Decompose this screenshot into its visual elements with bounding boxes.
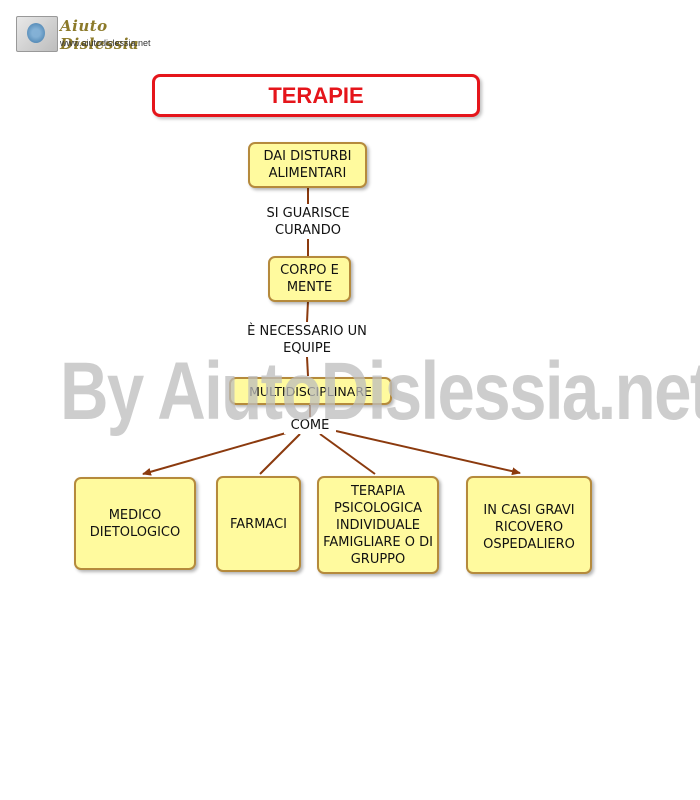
link-si-guarisce-curando: SI GUARISCE CURANDO bbox=[250, 205, 366, 239]
node-corpo-e-mente: CORPO E MENTE bbox=[268, 256, 351, 302]
logo-url: www.aiutodislessia.net bbox=[60, 38, 151, 48]
logo-title: Aiuto Dislessia bbox=[60, 17, 140, 53]
node-medico-dietologico: MEDICO DIETOLOGICO bbox=[74, 477, 196, 570]
node-multidisciplinare: MULTIDISCIPLINARE bbox=[229, 377, 392, 405]
edge-come-medico bbox=[142, 432, 287, 476]
edge-corpo-necessario bbox=[306, 300, 309, 323]
node-disturbi-alimentari: DAI DISTURBI ALIMENTARI bbox=[248, 142, 367, 188]
link-come: COME bbox=[284, 417, 336, 434]
edge-necessario-multi bbox=[306, 356, 309, 377]
node-ricovero-ospedaliero: IN CASI GRAVI RICOVERO OSPEDALIERO bbox=[466, 476, 592, 574]
book-globe-icon bbox=[16, 16, 58, 52]
node-farmaci: FARMACI bbox=[216, 476, 301, 572]
link-necessario-equipe: È NECESSARIO UN EQUIPE bbox=[246, 323, 368, 357]
page-title: TERAPIE bbox=[268, 82, 364, 108]
node-terapia-psicologica: TERAPIA PSICOLOGICA INDIVIDUALE FAMIGLIA… bbox=[317, 476, 439, 574]
site-logo: Aiuto Dislessia www.aiutodislessia.net bbox=[16, 16, 176, 54]
edge-come-farmaci bbox=[259, 433, 301, 475]
title-box: TERAPIE bbox=[152, 74, 480, 117]
edge-come-ricovero bbox=[335, 430, 521, 476]
edge-come-terapia bbox=[319, 433, 376, 475]
